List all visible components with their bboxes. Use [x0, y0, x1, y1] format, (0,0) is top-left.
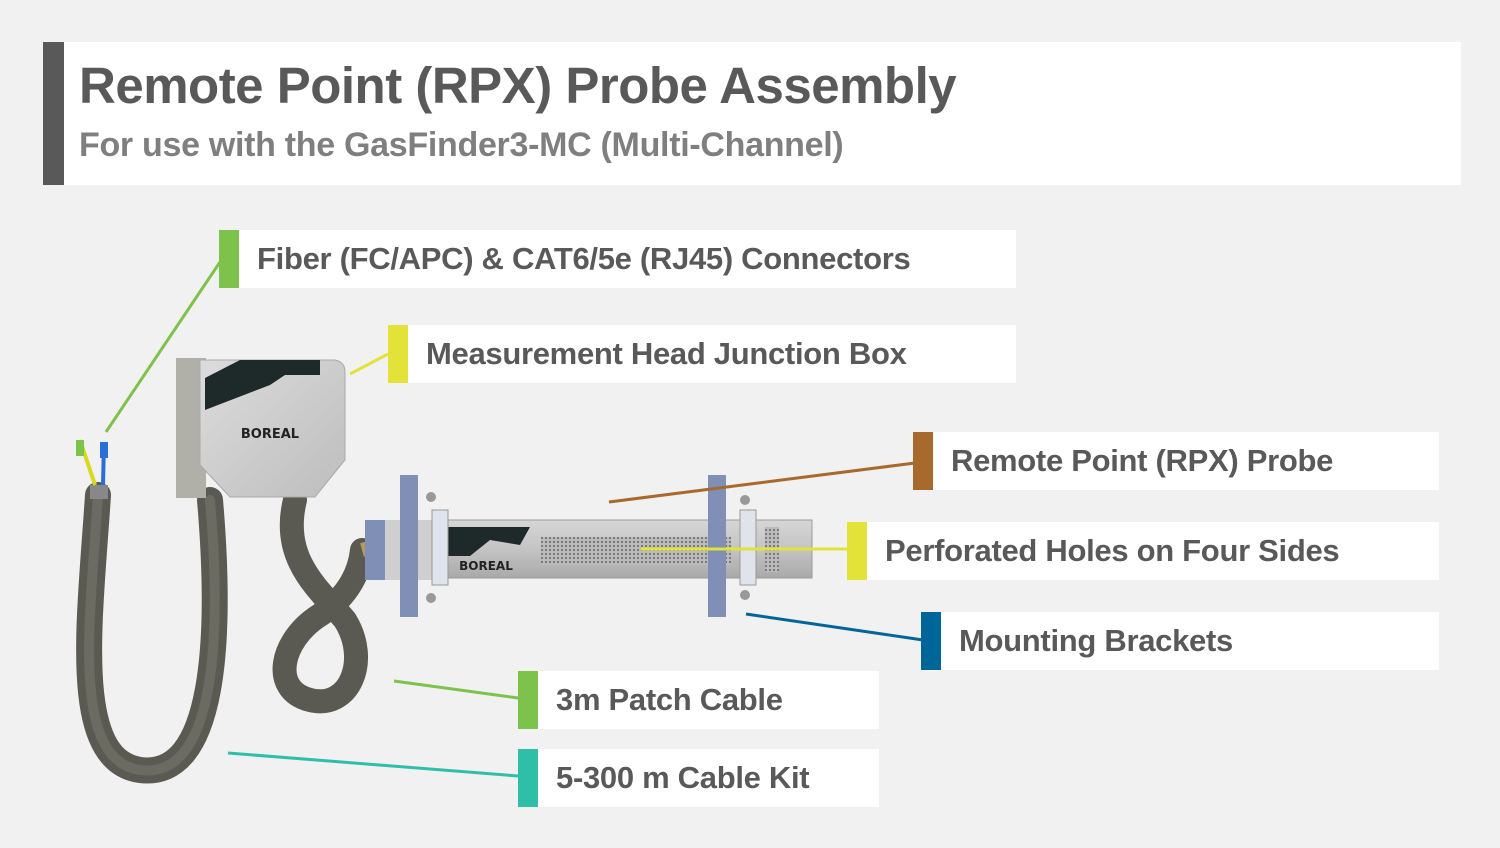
callout-text: Perforated Holes on Four Sides: [885, 533, 1340, 568]
junction-box-brand: BOREAL: [241, 427, 299, 442]
callout-text: Mounting Brackets: [959, 623, 1233, 658]
title-accent-bar: [43, 42, 64, 185]
leader-probe: [608, 461, 916, 504]
cable-kit-cable: [76, 482, 228, 784]
callout-swatch: [921, 612, 941, 670]
callout-swatch: [913, 432, 933, 490]
leader-patch-cable: [393, 679, 519, 700]
callout-cable-kit: 5-300 m Cable Kit: [518, 749, 879, 807]
callout-mounting-brackets: Mounting Brackets: [921, 612, 1439, 670]
page-subtitle: For use with the GasFinder3-MC (Multi-Ch…: [79, 126, 844, 164]
callout-swatch: [518, 671, 538, 729]
callout-probe: Remote Point (RPX) Probe: [913, 432, 1439, 490]
callout-connectors: Fiber (FC/APC) & CAT6/5e (RJ45) Connecto…: [219, 230, 1016, 288]
callout-text: Measurement Head Junction Box: [426, 336, 907, 371]
leader-cable-kit: [227, 751, 519, 778]
leader-connectors: [104, 261, 222, 433]
callout-swatch: [518, 749, 538, 807]
callout-perforated-holes: Perforated Holes on Four Sides: [847, 522, 1439, 580]
connector-ends: [76, 439, 108, 499]
title-box: Remote Point (RPX) Probe Assembly For us…: [43, 42, 1461, 185]
callout-text: 3m Patch Cable: [556, 682, 783, 717]
leader-mounting-brackets: [745, 612, 924, 642]
callout-text: 5-300 m Cable Kit: [556, 760, 810, 795]
callout-text: Remote Point (RPX) Probe: [951, 443, 1334, 478]
callout-patch-cable: 3m Patch Cable: [518, 671, 879, 729]
callout-swatch: [847, 522, 867, 580]
callout-junction-box: Measurement Head Junction Box: [388, 325, 1016, 383]
callout-swatch: [388, 325, 408, 383]
junction-box: BOREAL: [176, 358, 346, 498]
page-title: Remote Point (RPX) Probe Assembly: [79, 57, 957, 114]
callout-swatch: [219, 230, 239, 288]
perforated-holes: [541, 537, 731, 565]
probe-brand: BOREAL: [459, 559, 513, 573]
leader-junction-box: [349, 352, 389, 376]
rpx-probe: BOREAL: [365, 475, 813, 617]
callout-text: Fiber (FC/APC) & CAT6/5e (RJ45) Connecto…: [257, 241, 911, 276]
